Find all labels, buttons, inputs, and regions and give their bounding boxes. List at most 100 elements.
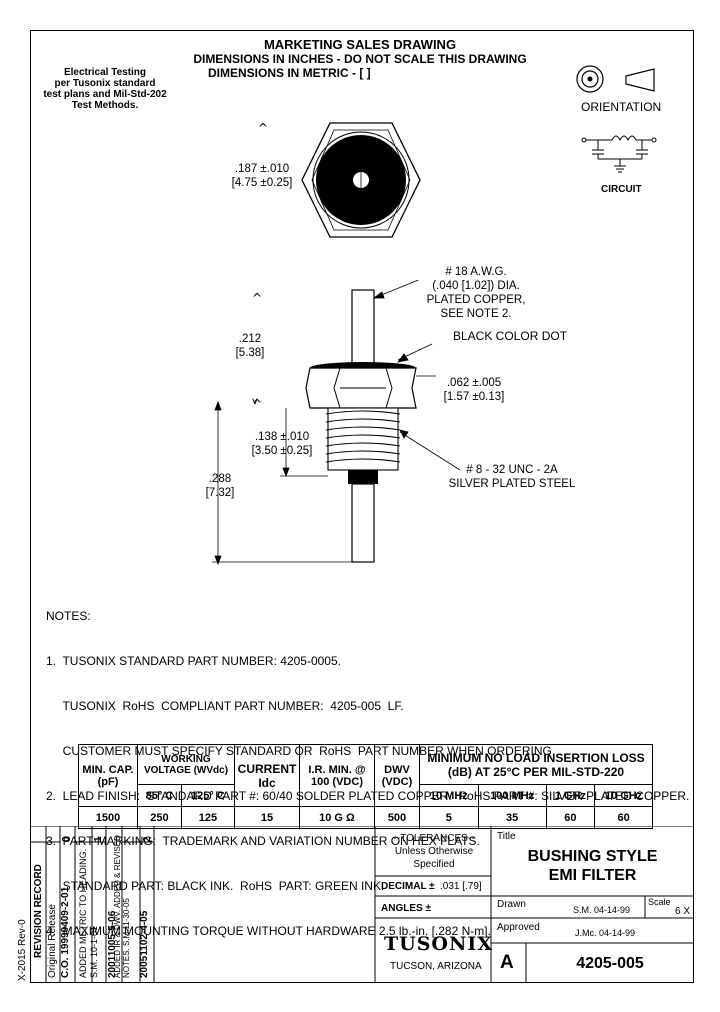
company-location: TUCSON, ARIZONA bbox=[390, 961, 482, 972]
testing-note-line: Test Methods. bbox=[71, 100, 139, 111]
value-cell: 125 bbox=[180, 806, 236, 829]
tolerances-block: --TOLERANCES-- Unless Otherwise Specifie… bbox=[376, 832, 492, 871]
top-view-drawing: ^ bbox=[258, 121, 421, 238]
scale-label: Scale bbox=[648, 897, 671, 907]
spec-table: MIN. CAP. (pF) WORKING VOLTAGE (WVdc) CU… bbox=[78, 744, 653, 829]
testing-note-line: per Tusonix standard bbox=[54, 78, 156, 89]
revision-header: REVISION RECORD bbox=[33, 864, 44, 958]
dim-metric: [4.75 ±0.25] bbox=[231, 177, 293, 189]
value-cell: 35 bbox=[477, 806, 547, 829]
company-logo: TUSONIX bbox=[384, 933, 493, 955]
svg-text:^: ^ bbox=[252, 291, 262, 305]
testing-note-line: test plans and Mil-Std-202 bbox=[43, 89, 167, 100]
dim-inch: .062 ±.005 bbox=[446, 377, 502, 389]
part-number: 4205-005 bbox=[576, 955, 644, 972]
drawing-subtitle-inches: DIMENSIONS IN INCHES - DO NOT SCALE THIS… bbox=[193, 52, 527, 66]
value-cell: 5 bbox=[419, 806, 479, 829]
title-block-grid bbox=[30, 826, 694, 983]
revision-co: 20051102-4-05 bbox=[139, 910, 150, 978]
testing-note: Electrical Testing per Tusonix standard … bbox=[40, 67, 170, 111]
callout-line: # 18 A.W.G. bbox=[445, 266, 507, 278]
revision-desc: ADDED METRIC TO HEADING. S.M. 10-1-01 bbox=[78, 848, 99, 978]
drawn-label: Drawn bbox=[497, 899, 526, 910]
col-current: CURRENT Idc bbox=[234, 744, 300, 807]
decimal-value: .031 [.79] bbox=[440, 881, 482, 892]
value-cell: 60 bbox=[545, 806, 596, 829]
part-title: BUSHING STYLE EMI FILTER bbox=[491, 847, 694, 885]
approved-value: J.Mc. 04-14-99 bbox=[575, 928, 636, 938]
drawing-border bbox=[30, 30, 694, 983]
testing-note-line: Electrical Testing bbox=[63, 67, 147, 78]
circuit-schematic-icon bbox=[581, 135, 657, 173]
dim-overall-length: .288 [7.32] bbox=[196, 472, 244, 500]
dim-metric: [1.57 ±0.13] bbox=[443, 391, 505, 403]
drawing-subtitle-metric: DIMENSIONS IN METRIC - [ ] bbox=[208, 66, 371, 80]
sub-10ghz: 10 GHz bbox=[594, 784, 653, 807]
callout-line: SILVER PLATED STEEL bbox=[448, 478, 576, 490]
orientation-label: ORIENTATION bbox=[581, 100, 662, 114]
sub-10mhz: 10 MHz bbox=[419, 784, 479, 807]
drawing-size: A bbox=[500, 952, 514, 973]
revision-co: C.O. 19990409-2-01 bbox=[60, 886, 71, 978]
col-insertion-loss: MINIMUM NO LOAD INSERTION LOSS (dB) AT 2… bbox=[419, 744, 653, 785]
dim-thread-length: .138 ±.010 [3.50 ±0.25] bbox=[246, 430, 318, 458]
callout-line: (.040 [1.02]) DIA. bbox=[432, 280, 520, 292]
drawing-title: MARKETING SALES DRAWING bbox=[263, 37, 457, 52]
side-view-drawing: ^ ^ v bbox=[212, 280, 460, 566]
dim-lead-length: .212 [5.38] bbox=[220, 332, 280, 360]
value-cell: 60 bbox=[594, 806, 653, 829]
sub-85c: 85° C bbox=[137, 784, 182, 807]
note-line: 1. TUSONIX STANDARD PART NUMBER: 4205-00… bbox=[46, 654, 341, 668]
sub-1ghz: 1 GHz bbox=[545, 784, 596, 807]
callout-line: # 8 - 32 UNC - 2A bbox=[466, 464, 558, 476]
col-min-cap: MIN. CAP. (pF) bbox=[78, 744, 138, 807]
orientation-symbol bbox=[576, 65, 655, 93]
dim-hex-height: .062 ±.005 [1.57 ±0.13] bbox=[438, 376, 510, 404]
callout-line: PLATED COPPER, bbox=[426, 294, 526, 306]
col-dwv: DWV (VDC) bbox=[374, 744, 420, 807]
revision-desc: ADDED IR & DWV. ADDED & REVISED NOTES. S… bbox=[113, 835, 131, 978]
notes-title: NOTES: bbox=[46, 609, 91, 623]
tolerances-heading: --TOLERANCES-- bbox=[393, 833, 475, 844]
note-line: STANDARD PART: BLACK INK. RoHS PART: GRE… bbox=[46, 879, 385, 893]
angles-label: ANGLES ± bbox=[381, 903, 431, 914]
dim-inch: .187 ±.010 bbox=[234, 163, 290, 175]
form-number: X-2015 Rev-0 bbox=[17, 919, 28, 981]
note-line: TUSONIX RoHS COMPLIANT PART NUMBER: 4205… bbox=[46, 699, 404, 713]
decimal-label: DECIMAL ± bbox=[381, 881, 435, 892]
svg-text:^: ^ bbox=[258, 121, 268, 135]
sub-125c: 125° C bbox=[180, 784, 236, 807]
dim-inch: .138 ±.010 bbox=[254, 431, 310, 443]
circuit-label: CIRCUIT bbox=[601, 184, 642, 195]
approved-label: Approved bbox=[497, 922, 540, 933]
value-cell: 500 bbox=[374, 806, 420, 829]
dim-inch: .212 bbox=[238, 333, 262, 345]
tolerances-text: Specified bbox=[413, 859, 455, 870]
svg-text:^: ^ bbox=[252, 397, 262, 411]
col-working-voltage: WORKING VOLTAGE (WVdc) bbox=[137, 744, 235, 785]
dim-metric: [5.38] bbox=[235, 347, 265, 359]
svg-text:v: v bbox=[252, 396, 258, 407]
callout-wire: # 18 A.W.G. (.040 [1.02]) DIA. PLATED CO… bbox=[418, 265, 534, 321]
callout-dot: BLACK COLOR DOT bbox=[453, 329, 568, 343]
tolerances-text: Unless Otherwise bbox=[394, 846, 474, 857]
scale-value: 6 X bbox=[675, 906, 691, 917]
dim-metric: [3.50 ±0.25] bbox=[251, 445, 313, 457]
sub-100mhz: 100 MHz bbox=[477, 784, 547, 807]
part-title-line: BUSHING STYLE bbox=[527, 848, 658, 865]
table-row: 1500 250 125 15 10 G Ω 500 5 35 60 60 bbox=[78, 806, 653, 829]
dim-hex-diameter: .187 ±.010 [4.75 ±0.25] bbox=[226, 162, 298, 190]
callout-thread: # 8 - 32 UNC - 2A SILVER PLATED STEEL bbox=[444, 463, 580, 491]
note-line: 3. PART MARKING: TRADEMARK AND VARIATION… bbox=[46, 834, 480, 848]
value-cell: 15 bbox=[234, 806, 300, 829]
revision-number: 2 bbox=[142, 836, 153, 842]
col-ir: I.R. MIN. @ 100 (VDC) bbox=[299, 744, 375, 807]
value-cell: 1500 bbox=[78, 806, 138, 829]
value-cell: 10 G Ω bbox=[299, 806, 375, 829]
value-cell: 250 bbox=[137, 806, 182, 829]
dim-inch: .288 bbox=[208, 473, 232, 485]
part-title-line: EMI FILTER bbox=[548, 867, 637, 884]
revision-desc: Original Release bbox=[47, 904, 58, 978]
callout-line: SEE NOTE 2. bbox=[440, 308, 512, 320]
dim-metric: [7.32] bbox=[205, 487, 235, 499]
